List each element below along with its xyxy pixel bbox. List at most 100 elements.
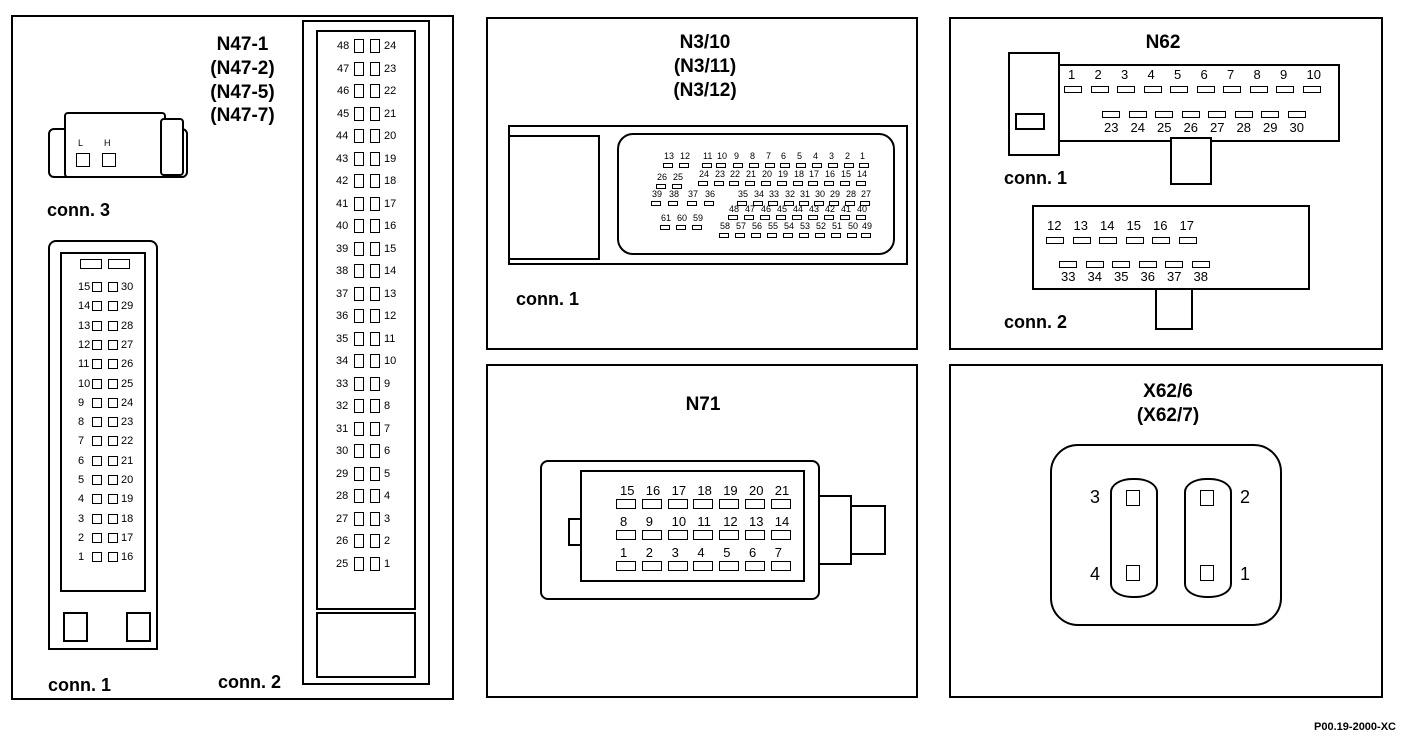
n47-conn2-pin bbox=[354, 534, 364, 548]
n47-conn2-pin-label: 6 bbox=[384, 445, 391, 457]
n47-conn1-pin bbox=[108, 513, 118, 524]
n3-pin-label: 6 bbox=[781, 151, 787, 161]
n47-conn1-pin-label: 14 bbox=[78, 300, 91, 313]
n62-conn2-body bbox=[1032, 205, 1310, 290]
n3-pin-label: 15 bbox=[841, 169, 852, 179]
n47-conn1-pin-label: 23 bbox=[121, 416, 134, 429]
n47-conn1-pin-label: 11 bbox=[78, 358, 90, 371]
n47-conn2-pin-label: 32 bbox=[336, 400, 349, 412]
n3-conn-tab bbox=[508, 135, 600, 260]
n47-conn2-pin-label: 38 bbox=[336, 265, 349, 277]
n47-conn2-pin bbox=[354, 151, 364, 166]
n47-conn2-pin bbox=[354, 264, 364, 278]
n71-pin bbox=[616, 530, 636, 540]
n3-pin-label: 5 bbox=[797, 151, 803, 161]
n3-pin bbox=[824, 215, 834, 220]
n47-conn2-pin-label: 29 bbox=[336, 467, 349, 480]
n62-conn2-label: conn. 2 bbox=[1004, 312, 1068, 332]
n3-pin bbox=[784, 201, 794, 206]
n3-pin-label: 53 bbox=[800, 221, 811, 231]
n47-conn1-pin-label: 17 bbox=[121, 531, 134, 544]
n47-conn2-pin-label: 33 bbox=[336, 377, 349, 390]
n47-title-line: (N47-5) bbox=[210, 81, 275, 103]
n62-conn1-pin-label: 10 bbox=[1306, 67, 1321, 82]
n3-pin bbox=[668, 201, 678, 206]
n3-pin bbox=[845, 201, 855, 206]
n47-title-line: (N47-7) bbox=[210, 105, 275, 127]
n47-conn2-pin-label: 47 bbox=[337, 62, 350, 75]
n3-pin bbox=[687, 201, 697, 206]
n71-pin-label: 15 bbox=[620, 483, 635, 498]
n47-conn2-pin-label: 34 bbox=[336, 355, 349, 367]
n3-pin bbox=[702, 163, 712, 168]
n62-conn1-pin bbox=[1196, 86, 1215, 93]
n3-pin bbox=[856, 215, 866, 220]
n62-conn1-side bbox=[1008, 52, 1060, 156]
n71-title: N71 bbox=[685, 394, 721, 415]
n71-pin bbox=[719, 499, 740, 509]
n47-conn2-pin-label: 23 bbox=[384, 62, 397, 75]
n71-pin bbox=[745, 499, 765, 509]
n3-pin bbox=[735, 233, 745, 238]
n3-pin bbox=[812, 163, 822, 168]
n3-pin bbox=[861, 233, 871, 238]
n3-pin-label: 56 bbox=[752, 221, 763, 231]
n3-title: N3/10 (N3/11) (N3/12) bbox=[650, 31, 760, 102]
n47-conn2-pin-label: 20 bbox=[384, 130, 397, 142]
n71-pin-label: 7 bbox=[774, 545, 783, 560]
n47-conn1-pin bbox=[92, 532, 102, 543]
n47-conn1-pin bbox=[108, 320, 118, 331]
n47-conn2-pin-label: 9 bbox=[384, 377, 391, 390]
n47-conn2-pin-label: 30 bbox=[336, 445, 349, 457]
n62-conn1-pin bbox=[1302, 86, 1321, 93]
n3-pin-label: 23 bbox=[715, 169, 726, 179]
n47-conn2-pin-label: 46 bbox=[337, 85, 350, 97]
n3-pin-label: 46 bbox=[761, 204, 772, 214]
n47-conn1-pin bbox=[92, 455, 102, 466]
n47-conn2-pin bbox=[370, 174, 380, 188]
n47-conn1-pin bbox=[108, 475, 118, 485]
n71-pin-label: 12 bbox=[723, 514, 738, 529]
n3-pin-label: 3 bbox=[829, 151, 835, 161]
n3-pin-label: 26 bbox=[657, 172, 668, 182]
n3-pin-label: 49 bbox=[862, 221, 873, 231]
n47-conn1-pin bbox=[92, 339, 102, 350]
n3-pin-label: 40 bbox=[857, 204, 868, 214]
n47-conn2-pin-label: 19 bbox=[384, 152, 397, 165]
n3-pin-label: 24 bbox=[699, 169, 710, 179]
n47-conn2-pin bbox=[354, 39, 364, 53]
n3-pin bbox=[777, 181, 787, 186]
x62-pin-label: 3 bbox=[1090, 487, 1101, 507]
n3-pin bbox=[856, 181, 866, 186]
n62-conn1-pin bbox=[1223, 86, 1241, 93]
n47-conn2-pin-label: 7 bbox=[384, 422, 391, 435]
n47-conn1-key bbox=[80, 259, 102, 269]
n3-pin-label: 60 bbox=[677, 213, 688, 223]
x62-title-line: (X62/7) bbox=[1136, 404, 1200, 426]
n62-conn1-pin bbox=[1117, 86, 1135, 93]
n47-conn3-label: conn. 3 bbox=[47, 200, 111, 220]
n47-conn2-pin-label: 31 bbox=[336, 422, 349, 435]
n62-conn1-pin bbox=[1249, 86, 1268, 93]
n71-pin bbox=[770, 530, 791, 540]
n47-conn2-pin-label: 8 bbox=[384, 400, 391, 412]
n47-conn2-inner bbox=[316, 30, 416, 610]
n3-pin-label: 38 bbox=[669, 189, 680, 199]
n47-conn1-pin-label: 3 bbox=[78, 512, 85, 525]
n3-pin bbox=[808, 181, 818, 186]
n3-pin-label: 19 bbox=[778, 169, 789, 179]
n47-conn1-pin bbox=[92, 378, 102, 389]
n3-pin-label: 33 bbox=[769, 189, 780, 199]
n47-conn2-pin bbox=[354, 444, 364, 458]
n3-pin-label: 52 bbox=[816, 221, 827, 231]
n47-conn2-pin-label: 27 bbox=[336, 512, 349, 525]
n47-conn1-pin-label: 28 bbox=[121, 319, 134, 332]
n47-conn1-pin bbox=[108, 378, 118, 389]
n47-conn2-pin-label: 22 bbox=[384, 85, 397, 97]
n47-conn2-pin bbox=[370, 376, 380, 391]
n47-conn1-pin bbox=[92, 397, 102, 408]
n3-pin-label: 43 bbox=[809, 204, 820, 214]
n3-pin-label: 18 bbox=[794, 169, 805, 179]
n3-pin bbox=[780, 163, 790, 168]
n62-conn2-pin bbox=[1125, 237, 1144, 244]
